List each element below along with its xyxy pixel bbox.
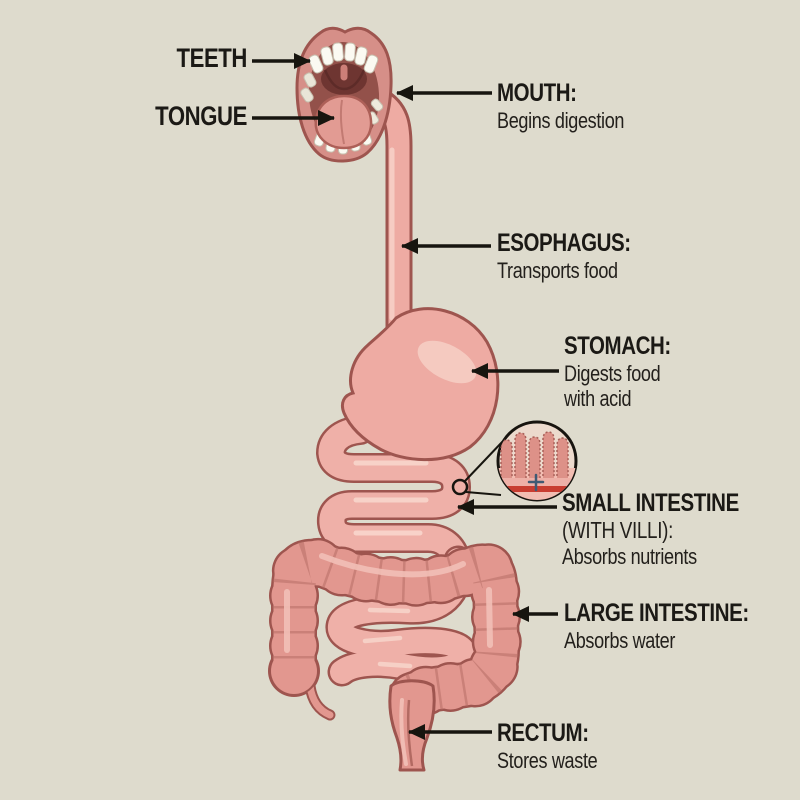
villi-fingers (500, 431, 569, 481)
mouth-description: Begins digestion (497, 108, 625, 134)
rectum-label-block: RECTUM: Stores waste (497, 719, 598, 774)
small-intestine-label: SMALL INTESTINE (562, 489, 739, 517)
large-intestine-organ (268, 536, 522, 721)
stomach-label: STOMACH: (564, 332, 671, 360)
stomach-label-block: STOMACH: Digests food with acid (564, 333, 671, 412)
tongue-crease (339, 99, 345, 145)
mouth-organ (295, 26, 393, 163)
rectum-organ (388, 679, 436, 772)
large-intestine-description: Absorbs water (564, 628, 676, 654)
teeth-label: TEETH (176, 43, 247, 73)
rectum-label: RECTUM: (497, 719, 589, 747)
rectum-description: Stores waste (497, 748, 598, 774)
small-intestine-description: Absorbs nutrients (562, 544, 697, 570)
palatine-arches (323, 69, 366, 91)
esophagus-description: Transports food (497, 258, 618, 284)
esophagus-label-block: ESOPHAGUS: Transports food (497, 230, 631, 284)
small-intestine-qualifier: (WITH VILLI): (562, 517, 674, 544)
small-intestine-label-block: SMALL INTESTINE (WITH VILLI): Absorbs nu… (562, 490, 739, 570)
villi-source-circle (451, 478, 469, 496)
mouth-label: MOUTH: (497, 79, 577, 107)
callout-arrows (252, 53, 559, 740)
tongue-label: TONGUE (155, 101, 247, 131)
ileum-coils (325, 545, 479, 687)
villi-cross-icon (527, 473, 545, 492)
large-intestine-label-block: LARGE INTESTINE: Absorbs water (564, 600, 749, 654)
stomach-highlight (417, 340, 477, 384)
upper-teeth (300, 42, 379, 103)
large-intestine-label: LARGE INTESTINE: (564, 599, 749, 627)
stomach-description: Digests food with acid (564, 361, 661, 411)
stomach-organ (340, 307, 500, 462)
esophagus-label: ESOPHAGUS: (497, 229, 631, 257)
tongue-organ (314, 94, 373, 150)
duodenum-loops (316, 415, 471, 575)
mouth-label-block: MOUTH: Begins digestion (497, 80, 624, 134)
